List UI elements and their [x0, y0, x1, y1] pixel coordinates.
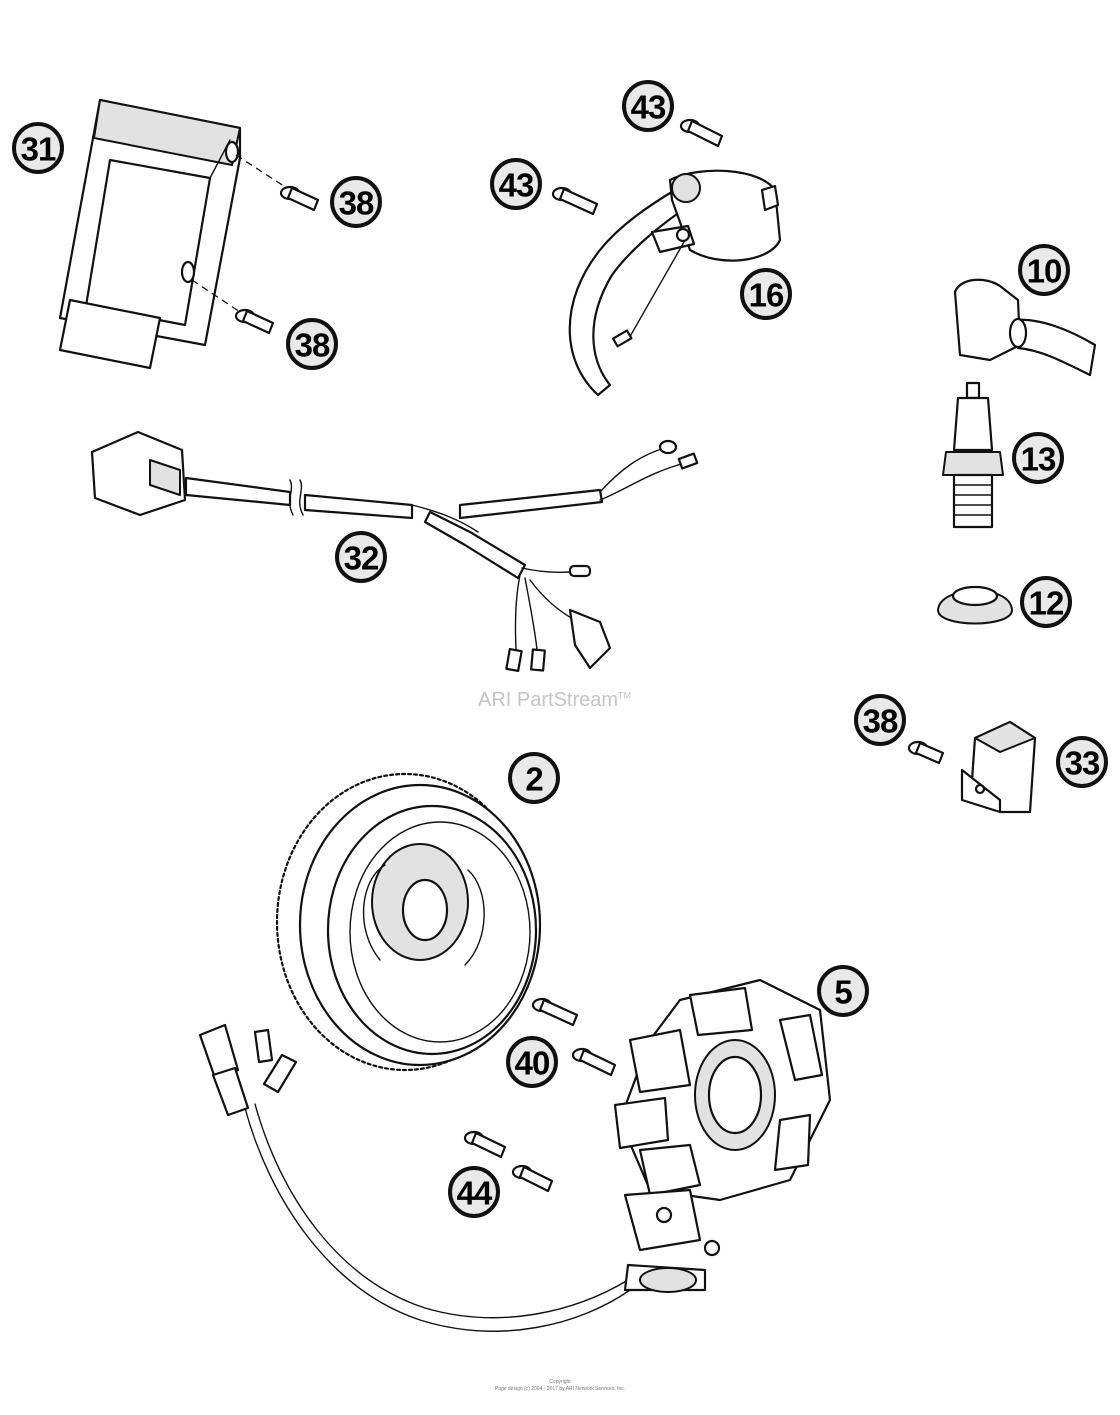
screw-43-lower[interactable] [551, 186, 599, 216]
callout-c5[interactable]: 5 [817, 965, 869, 1017]
flywheel-rotor-part[interactable] [275, 772, 542, 1072]
ignition-coil-part[interactable] [568, 169, 782, 397]
stator-cable-part[interactable] [198, 1023, 707, 1332]
callout-label: 43 [499, 167, 534, 204]
callout-c16[interactable]: 16 [740, 268, 792, 320]
callout-label: 38 [339, 185, 374, 222]
callout-c43a[interactable]: 43 [622, 80, 674, 132]
callout-label: 32 [344, 540, 379, 577]
callout-c44[interactable]: 44 [448, 1166, 500, 1218]
callout-c32[interactable]: 32 [335, 531, 387, 583]
cdi-unit-part[interactable] [58, 98, 242, 370]
watermark-trademark: TM [618, 690, 632, 701]
callout-c13[interactable]: 13 [1012, 432, 1064, 484]
callout-c40[interactable]: 40 [506, 1036, 558, 1088]
screw-40-upper[interactable] [531, 997, 579, 1027]
callout-ring [817, 965, 869, 1017]
screw-40-lower[interactable] [571, 1047, 617, 1077]
callout-ring [490, 158, 542, 210]
callout-label: 44 [457, 1175, 493, 1212]
callout-label: 5 [834, 974, 852, 1011]
regulator-part[interactable] [960, 720, 1037, 814]
callout-c38c[interactable]: 38 [854, 694, 906, 746]
callout-label: 12 [1029, 585, 1064, 622]
callout-ring [448, 1166, 500, 1218]
footer-copyright: Copyright [549, 1379, 571, 1385]
stator-part[interactable] [613, 978, 832, 1257]
callout-c10[interactable]: 10 [1018, 244, 1070, 296]
callout-ring [508, 752, 560, 804]
callout-label: 33 [1065, 745, 1100, 782]
callout-c31[interactable]: 31 [12, 122, 64, 174]
callout-label: 13 [1021, 441, 1056, 478]
callout-ring [506, 1036, 558, 1088]
callout-label: 10 [1027, 253, 1062, 290]
callout-label: 2 [525, 761, 543, 798]
watermark-text: ARI PartStream [478, 689, 619, 711]
callout-c33[interactable]: 33 [1056, 736, 1108, 788]
screw-38-right[interactable] [907, 740, 945, 765]
screw-38-lower[interactable] [234, 308, 275, 335]
callout-ring [12, 122, 64, 174]
callout-layer: 31 38 38 43 43 16 10 13 12 32 38 33 2 5 40 44 [12, 80, 1108, 1218]
callout-ring [335, 531, 387, 583]
callout-label: 43 [631, 89, 666, 126]
spark-plug-part[interactable] [942, 381, 1004, 529]
callout-ring [330, 176, 382, 228]
screw-43-upper[interactable] [679, 118, 724, 148]
callout-ring [1012, 432, 1064, 484]
callout-ring [286, 318, 338, 370]
screw-44-upper[interactable] [463, 1130, 507, 1159]
callout-ring [1056, 736, 1108, 788]
callout-c38b[interactable]: 38 [286, 318, 338, 370]
callout-label: 38 [863, 703, 898, 740]
callout-ring [1020, 576, 1072, 628]
watermark: ARI PartStreamTM [478, 689, 631, 712]
footer-page-design: Page design (c) 2004 - 2017 by ARI Netwo… [494, 1386, 626, 1392]
spark-plug-cap-part[interactable] [953, 278, 1097, 377]
screw-44-lower[interactable] [511, 1164, 554, 1193]
callout-ring [622, 80, 674, 132]
callout-c43b[interactable]: 43 [490, 158, 542, 210]
screw-38-upper[interactable] [279, 185, 320, 212]
callout-ring [854, 694, 906, 746]
callout-c38a[interactable]: 38 [330, 176, 382, 228]
callout-label: 38 [295, 327, 330, 364]
callout-ring [740, 268, 792, 320]
wiring-harness-part[interactable] [90, 430, 699, 672]
callout-c2[interactable]: 2 [508, 752, 560, 804]
callout-ring [1018, 244, 1070, 296]
callout-label: 40 [515, 1045, 550, 1082]
rubber-grommet-part[interactable] [937, 585, 1013, 625]
callout-c12[interactable]: 12 [1020, 576, 1072, 628]
callout-label: 31 [21, 131, 56, 168]
callout-label: 16 [749, 277, 784, 314]
